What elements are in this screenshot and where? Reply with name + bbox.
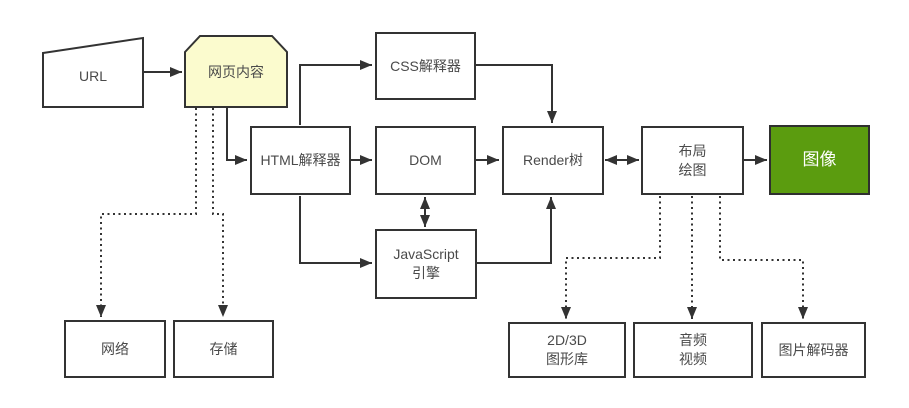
url-shape [42, 36, 144, 108]
edge-js-engine-to-render-tree [477, 197, 556, 264]
node-layout-paint: 布局 绘图 [641, 126, 744, 195]
node-page-content: 网页内容 [208, 63, 264, 80]
edge-html-parser-to-css-parser [299, 60, 372, 125]
page-content-shape [184, 35, 288, 108]
edge-layout-to-image-decoder [719, 196, 808, 319]
edge-css-parser-to-render-tree [476, 64, 557, 123]
edge-page-content-to-storage [212, 108, 228, 317]
node-network: 网络 [64, 320, 166, 378]
node-url: URL [78, 67, 107, 84]
node-js-engine: JavaScript 引擎 [375, 229, 477, 299]
node-render-tree: Render树 [502, 126, 604, 195]
node-css-parser: CSS解释器 [375, 32, 476, 100]
edge-layout-to-graphics-lib [561, 196, 661, 319]
node-graphics-lib: 2D/3D 图形库 [508, 322, 626, 378]
node-image-decoder: 图片解码器 [761, 322, 866, 378]
edge-html-parser-to-js-engine [299, 196, 372, 268]
node-dom: DOM [375, 126, 476, 195]
edge-page-content-to-html-parser [226, 108, 247, 165]
edge-page-content-to-network [96, 108, 197, 317]
node-image-output: 图像 [769, 125, 870, 195]
node-storage: 存储 [173, 320, 274, 378]
node-html-parser: HTML解释器 [250, 126, 351, 195]
node-audio-video: 音频 视频 [633, 322, 753, 378]
